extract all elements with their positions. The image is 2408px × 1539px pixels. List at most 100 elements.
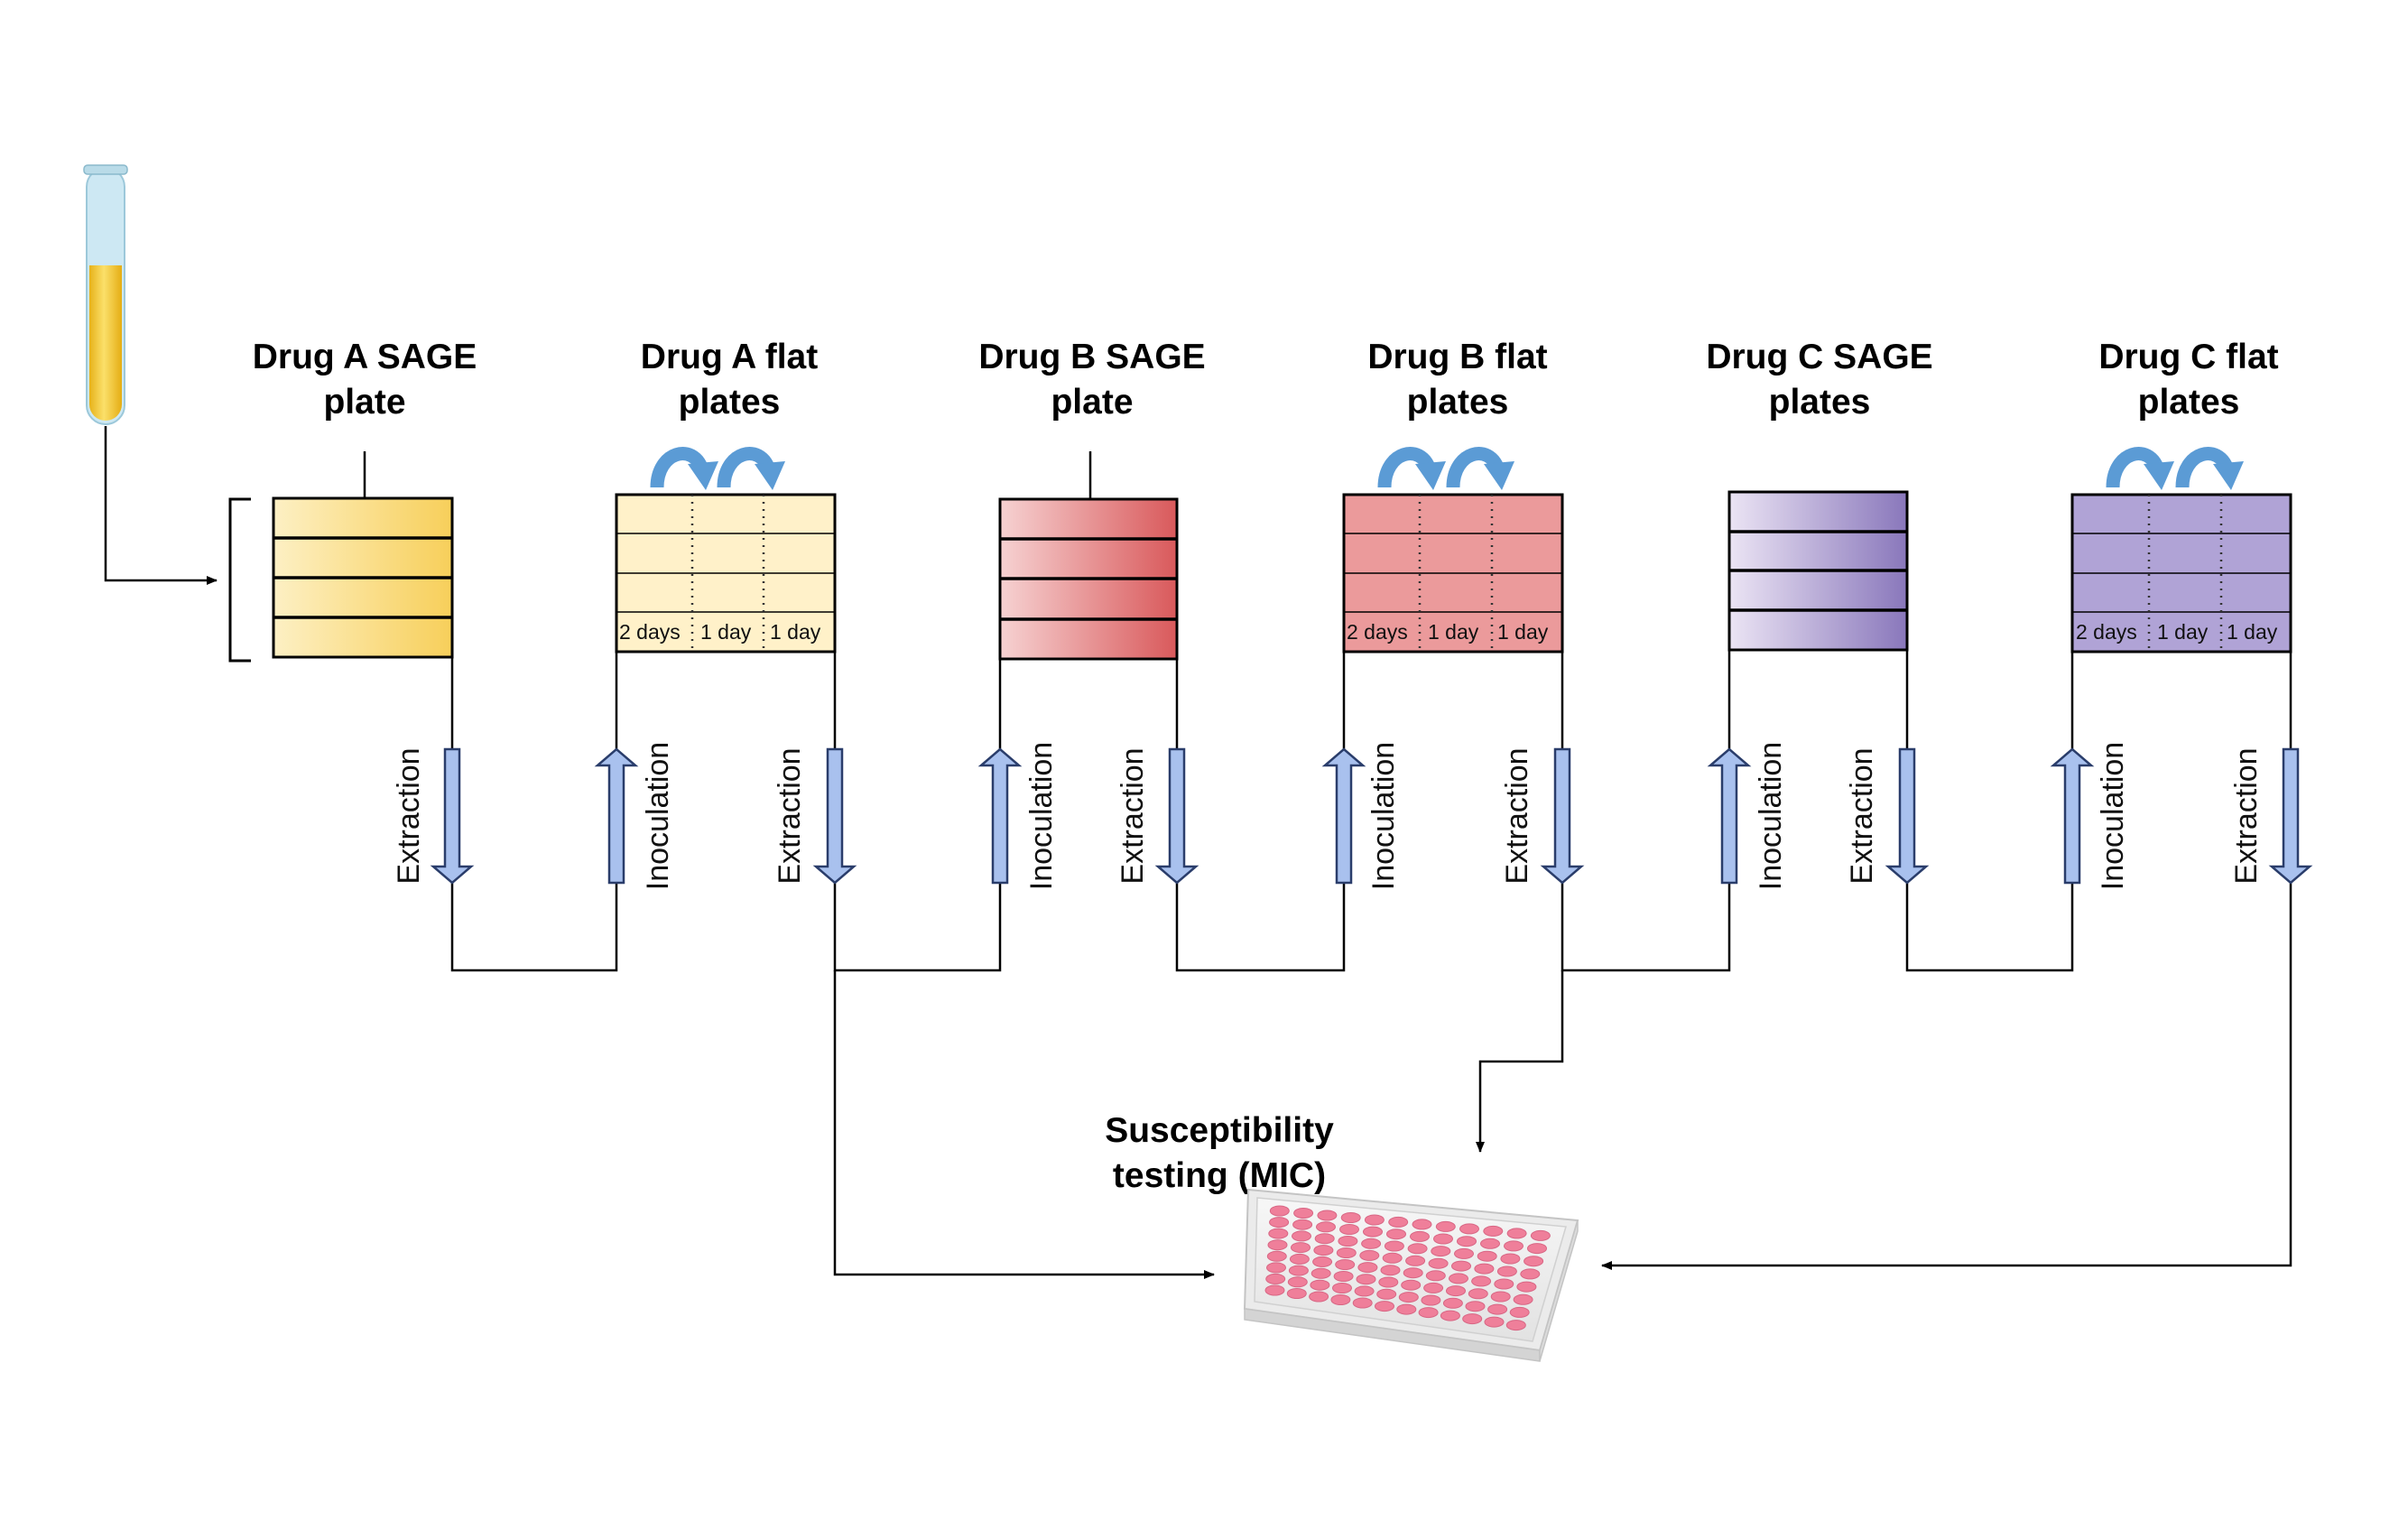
well [1418, 1307, 1439, 1319]
inoculation-arrow-icon [594, 747, 639, 885]
well [1513, 1293, 1533, 1305]
well [1494, 1278, 1514, 1290]
well [1477, 1250, 1497, 1262]
day-label-b1: 2 days [1347, 620, 1408, 644]
microplate-icon [1243, 1188, 1579, 1362]
well [1496, 1266, 1517, 1277]
well [1468, 1288, 1488, 1300]
well [1287, 1276, 1308, 1288]
transfer-arrows [650, 447, 2244, 490]
well [1380, 1265, 1401, 1276]
inoculation-label-2: Inoculation [1024, 742, 1059, 890]
well [1317, 1210, 1338, 1221]
well [1375, 1301, 1394, 1312]
well [1269, 1217, 1290, 1228]
well [1423, 1282, 1444, 1293]
well [1433, 1233, 1453, 1245]
well [1332, 1283, 1352, 1293]
well [1446, 1285, 1466, 1297]
extraction-arrow-icon [430, 747, 475, 885]
well [1359, 1249, 1380, 1261]
well [1407, 1243, 1428, 1255]
well [1504, 1240, 1524, 1252]
extraction-label-5: Extraction [1845, 747, 1879, 884]
inoculation-arrow-icon [2050, 747, 2095, 885]
well [1405, 1255, 1426, 1266]
well [1338, 1236, 1358, 1247]
day-label-a1: 2 days [619, 620, 681, 644]
extraction-label-3: Extraction [1116, 747, 1150, 884]
well [1524, 1256, 1544, 1267]
extraction-arrow-icon [1154, 747, 1199, 885]
well [1340, 1212, 1361, 1223]
stage-title-4-line2: plates [1407, 383, 1509, 422]
well [1310, 1279, 1330, 1291]
well [1335, 1259, 1356, 1270]
drug-c-sage-plates [1727, 490, 1909, 652]
well [1266, 1262, 1286, 1274]
well [1465, 1301, 1486, 1312]
inoculation-label-4: Inoculation [1754, 742, 1788, 890]
well [1312, 1256, 1333, 1267]
curved-arrow-icon [2106, 447, 2174, 490]
well [1336, 1247, 1357, 1258]
well [1396, 1303, 1417, 1315]
well [1454, 1247, 1474, 1259]
well [1505, 1320, 1526, 1331]
well [1333, 1271, 1354, 1282]
well [1480, 1238, 1500, 1249]
extraction-label-2: Extraction [773, 747, 807, 884]
inoculation-arrow-icon [1321, 747, 1366, 885]
well [1352, 1297, 1373, 1309]
stage-title-3-line2: plate [1051, 383, 1133, 422]
well [1267, 1239, 1288, 1251]
day-label-c2: 1 day [2157, 620, 2209, 644]
well [1487, 1303, 1508, 1315]
sample-bracket [228, 497, 251, 663]
well [1265, 1273, 1286, 1284]
extraction-label-4: Extraction [1500, 747, 1534, 884]
extraction-label-6: Extraction [2229, 747, 2264, 884]
stage-titles: Drug A SAGE plate Drug A flat plates Dru… [253, 338, 2279, 422]
well [1388, 1216, 1409, 1228]
well [1264, 1284, 1285, 1296]
well [1361, 1238, 1382, 1249]
well [1376, 1288, 1397, 1300]
well [1378, 1276, 1399, 1288]
well [1293, 1208, 1314, 1219]
stage-title-2-line2: plates [679, 383, 781, 422]
inoculation-arrow-icon [1707, 747, 1752, 885]
stage-title-3-line1: Drug B SAGE [978, 338, 1205, 376]
well [1269, 1205, 1290, 1217]
well [1459, 1223, 1479, 1235]
stage-title-1-line2: plate [323, 383, 405, 422]
stage-title-1-line1: Drug A SAGE [253, 338, 477, 376]
well [1386, 1228, 1406, 1240]
curved-arrow-icon [1377, 447, 1446, 490]
stage-title-5-line2: plates [1769, 383, 1871, 422]
well [1490, 1291, 1511, 1303]
well [1330, 1294, 1351, 1305]
inoculation-label-3: Inoculation [1366, 742, 1401, 890]
well [1268, 1228, 1289, 1239]
stage-title-6-line1: Drug C flat [2098, 338, 2278, 376]
well [1457, 1236, 1477, 1247]
well [1364, 1214, 1385, 1226]
curved-arrow-icon [717, 447, 785, 490]
day-label-b3: 1 day [1497, 620, 1549, 644]
tube-connector [104, 426, 218, 585]
stage-title-6-line2: plates [2138, 383, 2240, 422]
well [1291, 1242, 1311, 1254]
extraction-label-1: Extraction [392, 747, 426, 884]
well [1516, 1281, 1537, 1293]
test-tube-icon [83, 164, 128, 425]
drug-a-sage-plate [272, 496, 454, 659]
curved-arrow-icon [650, 447, 718, 490]
day-label-b2: 1 day [1428, 620, 1479, 644]
well [1356, 1274, 1376, 1285]
well [1425, 1270, 1446, 1282]
drug-c-flat-plates: 2 days 1 day 1 day [2070, 493, 2292, 654]
step-labels: Extraction Inoculation Extraction Inocul… [392, 742, 2264, 890]
extraction-arrow-icon [2268, 747, 2313, 885]
